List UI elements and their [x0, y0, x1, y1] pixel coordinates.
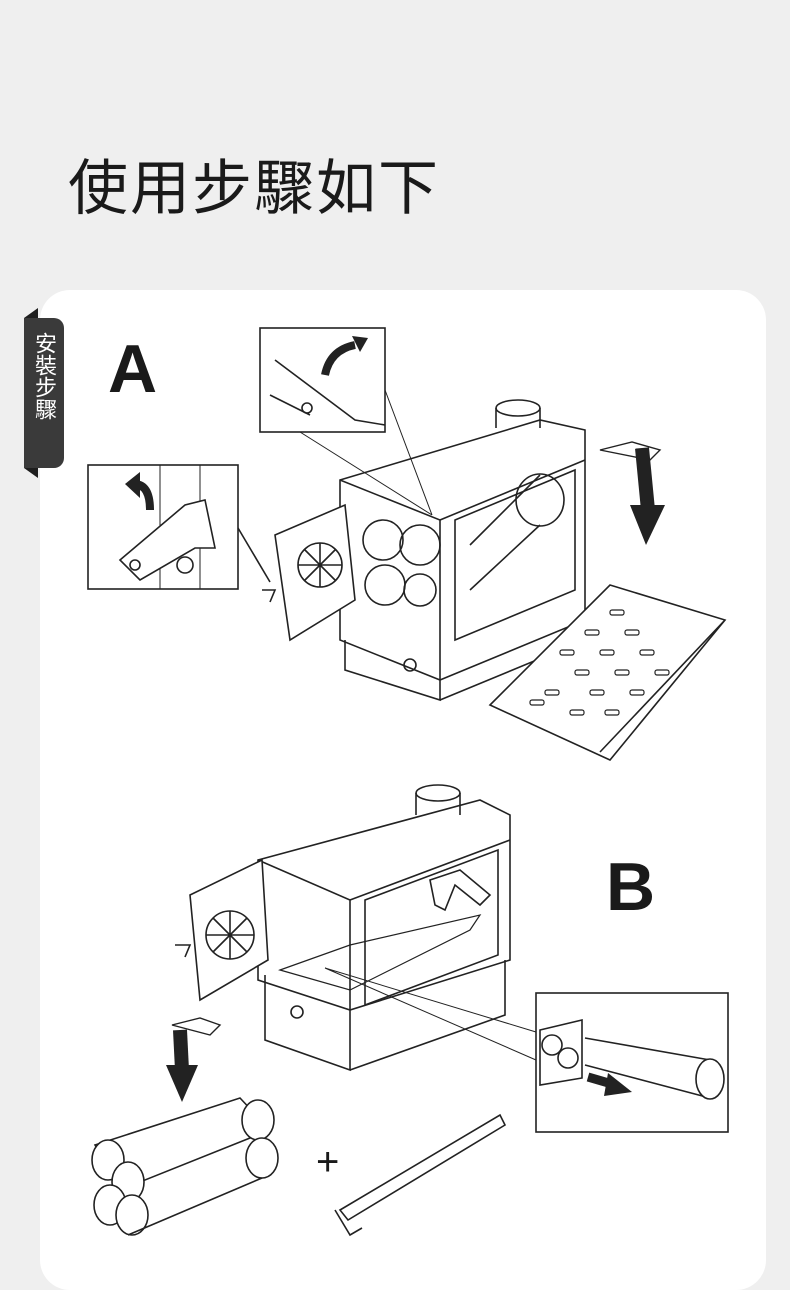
side-tab-label: 安裝步驟	[31, 332, 56, 420]
step-b-illustration	[91, 784, 729, 1237]
arrow-right-icon	[586, 1072, 632, 1096]
side-tab: 安裝步驟	[24, 308, 64, 478]
page-title: 使用步驟如下	[68, 154, 440, 224]
step-a-label: A	[108, 331, 158, 407]
arrow-curved-icon	[321, 336, 368, 376]
step-b-label: B	[606, 849, 656, 925]
arrow-down-icon	[166, 1017, 222, 1102]
step-a-illustration	[87, 327, 727, 761]
arrow-curved-icon	[125, 472, 154, 511]
plus-sign: +	[316, 1140, 340, 1184]
arrow-down-icon	[599, 441, 665, 545]
